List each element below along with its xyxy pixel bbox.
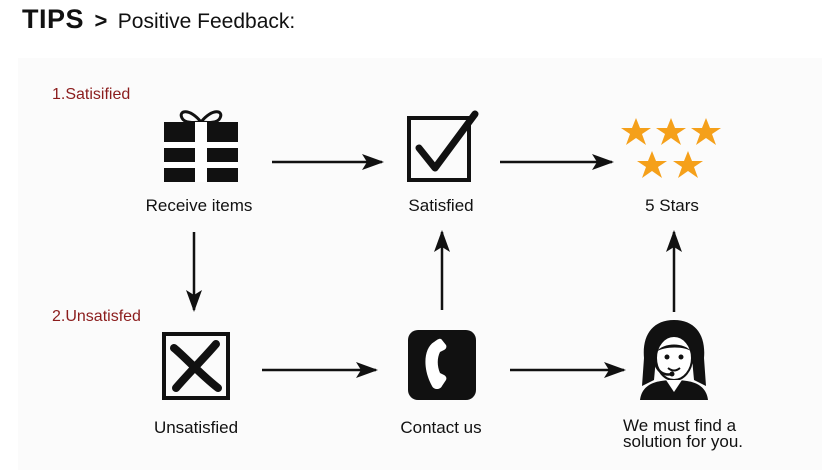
header-separator: > (94, 8, 108, 33)
node-label-solution: We must find a solution for you. (623, 416, 744, 451)
gift-icon (164, 110, 238, 182)
header-subtitle: Positive Feedback: (117, 10, 296, 33)
node-label-receive-items: Receive items (145, 196, 253, 215)
stars-icon (621, 118, 721, 178)
section-label-unsatisfied: 2.Unsatisfed (52, 308, 141, 325)
section-label-satisfied: 1.Satisified (52, 86, 131, 103)
page-header: TIPS > Positive Feedback: (22, 4, 295, 35)
node-label-unsatisfied: Unsatisfied (153, 418, 239, 437)
cross-box-icon (162, 332, 230, 400)
node-label-contact-us: Contact us (400, 418, 482, 437)
phone-icon (408, 330, 476, 400)
tips-title: TIPS (22, 4, 85, 34)
diagram-panel (18, 58, 822, 470)
checkbox-icon (407, 110, 479, 182)
node-label-satisfied: Satisfied (408, 196, 474, 215)
support-agent-icon (640, 320, 708, 400)
node-label-five-stars: 5 Stars (645, 196, 699, 215)
